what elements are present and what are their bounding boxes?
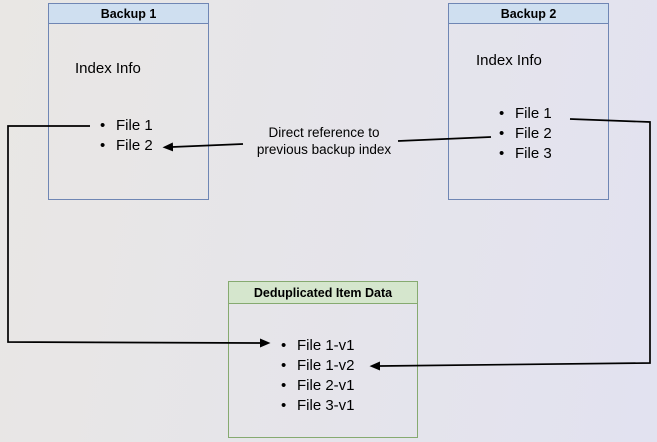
direct-reference-label-line2: previous backup index: [256, 142, 392, 157]
backup1-box: Backup 1 Index Info File 1 File 2: [48, 3, 209, 200]
direct-reference-label: Direct reference to previous backup inde…: [257, 124, 391, 158]
backup2-box: Backup 2 Index Info File 1 File 2 File 3: [448, 3, 609, 200]
list-item: File 2: [100, 136, 153, 156]
list-item: File 1: [499, 104, 552, 124]
dedup-title: Deduplicated Item Data: [253, 285, 393, 300]
backup1-header: Backup 1: [49, 4, 208, 24]
direct-reference-label-line1: Direct reference to: [268, 125, 380, 140]
list-item: File 1-v1: [281, 336, 355, 356]
dedup-file-list: File 1-v1 File 1-v2 File 2-v1 File 3-v1: [281, 336, 355, 416]
list-item: File 2-v1: [281, 376, 355, 396]
list-item: File 2: [499, 124, 552, 144]
list-item: File 3: [499, 144, 552, 164]
dedup-header: Deduplicated Item Data: [229, 282, 417, 304]
list-item: File 1: [100, 116, 153, 136]
list-item: File 3-v1: [281, 396, 355, 416]
backup1-subtitle: Index Info: [75, 60, 141, 77]
backup2-title: Backup 2: [500, 6, 557, 21]
list-item: File 1-v2: [281, 356, 355, 376]
backup1-file-list: File 1 File 2: [100, 116, 153, 156]
backup1-title: Backup 1: [100, 6, 157, 21]
backup2-header: Backup 2: [449, 4, 608, 24]
dedup-box: Deduplicated Item Data File 1-v1 File 1-…: [228, 281, 418, 438]
backup2-file-list: File 1 File 2 File 3: [499, 104, 552, 164]
backup2-subtitle: Index Info: [476, 52, 542, 69]
